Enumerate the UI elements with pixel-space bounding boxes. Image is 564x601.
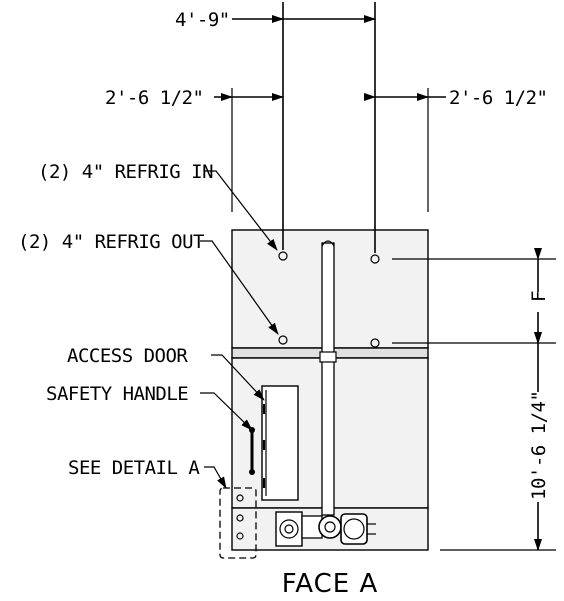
dim-right-offset-label: 2'-6 1/2"	[449, 87, 547, 109]
callout-safety-handle: SAFETY HANDLE	[46, 383, 253, 431]
vertical-pipe	[319, 240, 337, 516]
dim-left-offset: 2'-6 1/2"	[105, 87, 284, 109]
callout-safety-handle-label: SAFETY HANDLE	[46, 383, 188, 405]
dim-right-offset: 2'-6 1/2"	[364, 87, 548, 109]
refrig-out-port-left	[278, 335, 288, 345]
callout-access-door: ACCESS DOOR	[67, 345, 265, 401]
dim-spacing-f-label: F	[528, 291, 550, 302]
callout-refrig-out-label: (2) 4" REFRIG OUT	[18, 231, 204, 253]
dim-height-label: 10'-6 1/4"	[528, 391, 550, 500]
dim-height: 10'-6 1/4"	[528, 332, 550, 551]
refrig-in-port-left	[278, 251, 288, 261]
refrig-in-port-right	[370, 254, 380, 264]
dim-left-offset-label: 2'-6 1/2"	[105, 87, 203, 109]
pump-motor	[275, 511, 376, 547]
refrig-out-port-right	[370, 338, 380, 348]
view-title: FACE A	[282, 569, 379, 599]
unit-body	[219, 229, 429, 559]
callout-see-detail-label: SEE DETAIL A	[68, 457, 200, 479]
dim-overall-width: 4'-9"	[175, 9, 376, 31]
access-door	[261, 385, 299, 501]
detail-a-boundary	[219, 487, 257, 559]
callout-refrig-out: (2) 4" REFRIG OUT	[18, 231, 279, 335]
dim-overall-width-label: 4'-9"	[175, 9, 230, 31]
dim-spacing-f: F	[528, 248, 550, 344]
callout-refrig-in-label: (2) 4" REFRIG IN	[38, 161, 213, 183]
callout-refrig-in: (2) 4" REFRIG IN	[38, 161, 278, 251]
callout-access-door-label: ACCESS DOOR	[67, 345, 188, 367]
extension-lines	[231, 2, 556, 551]
callout-see-detail: SEE DETAIL A	[68, 457, 227, 489]
